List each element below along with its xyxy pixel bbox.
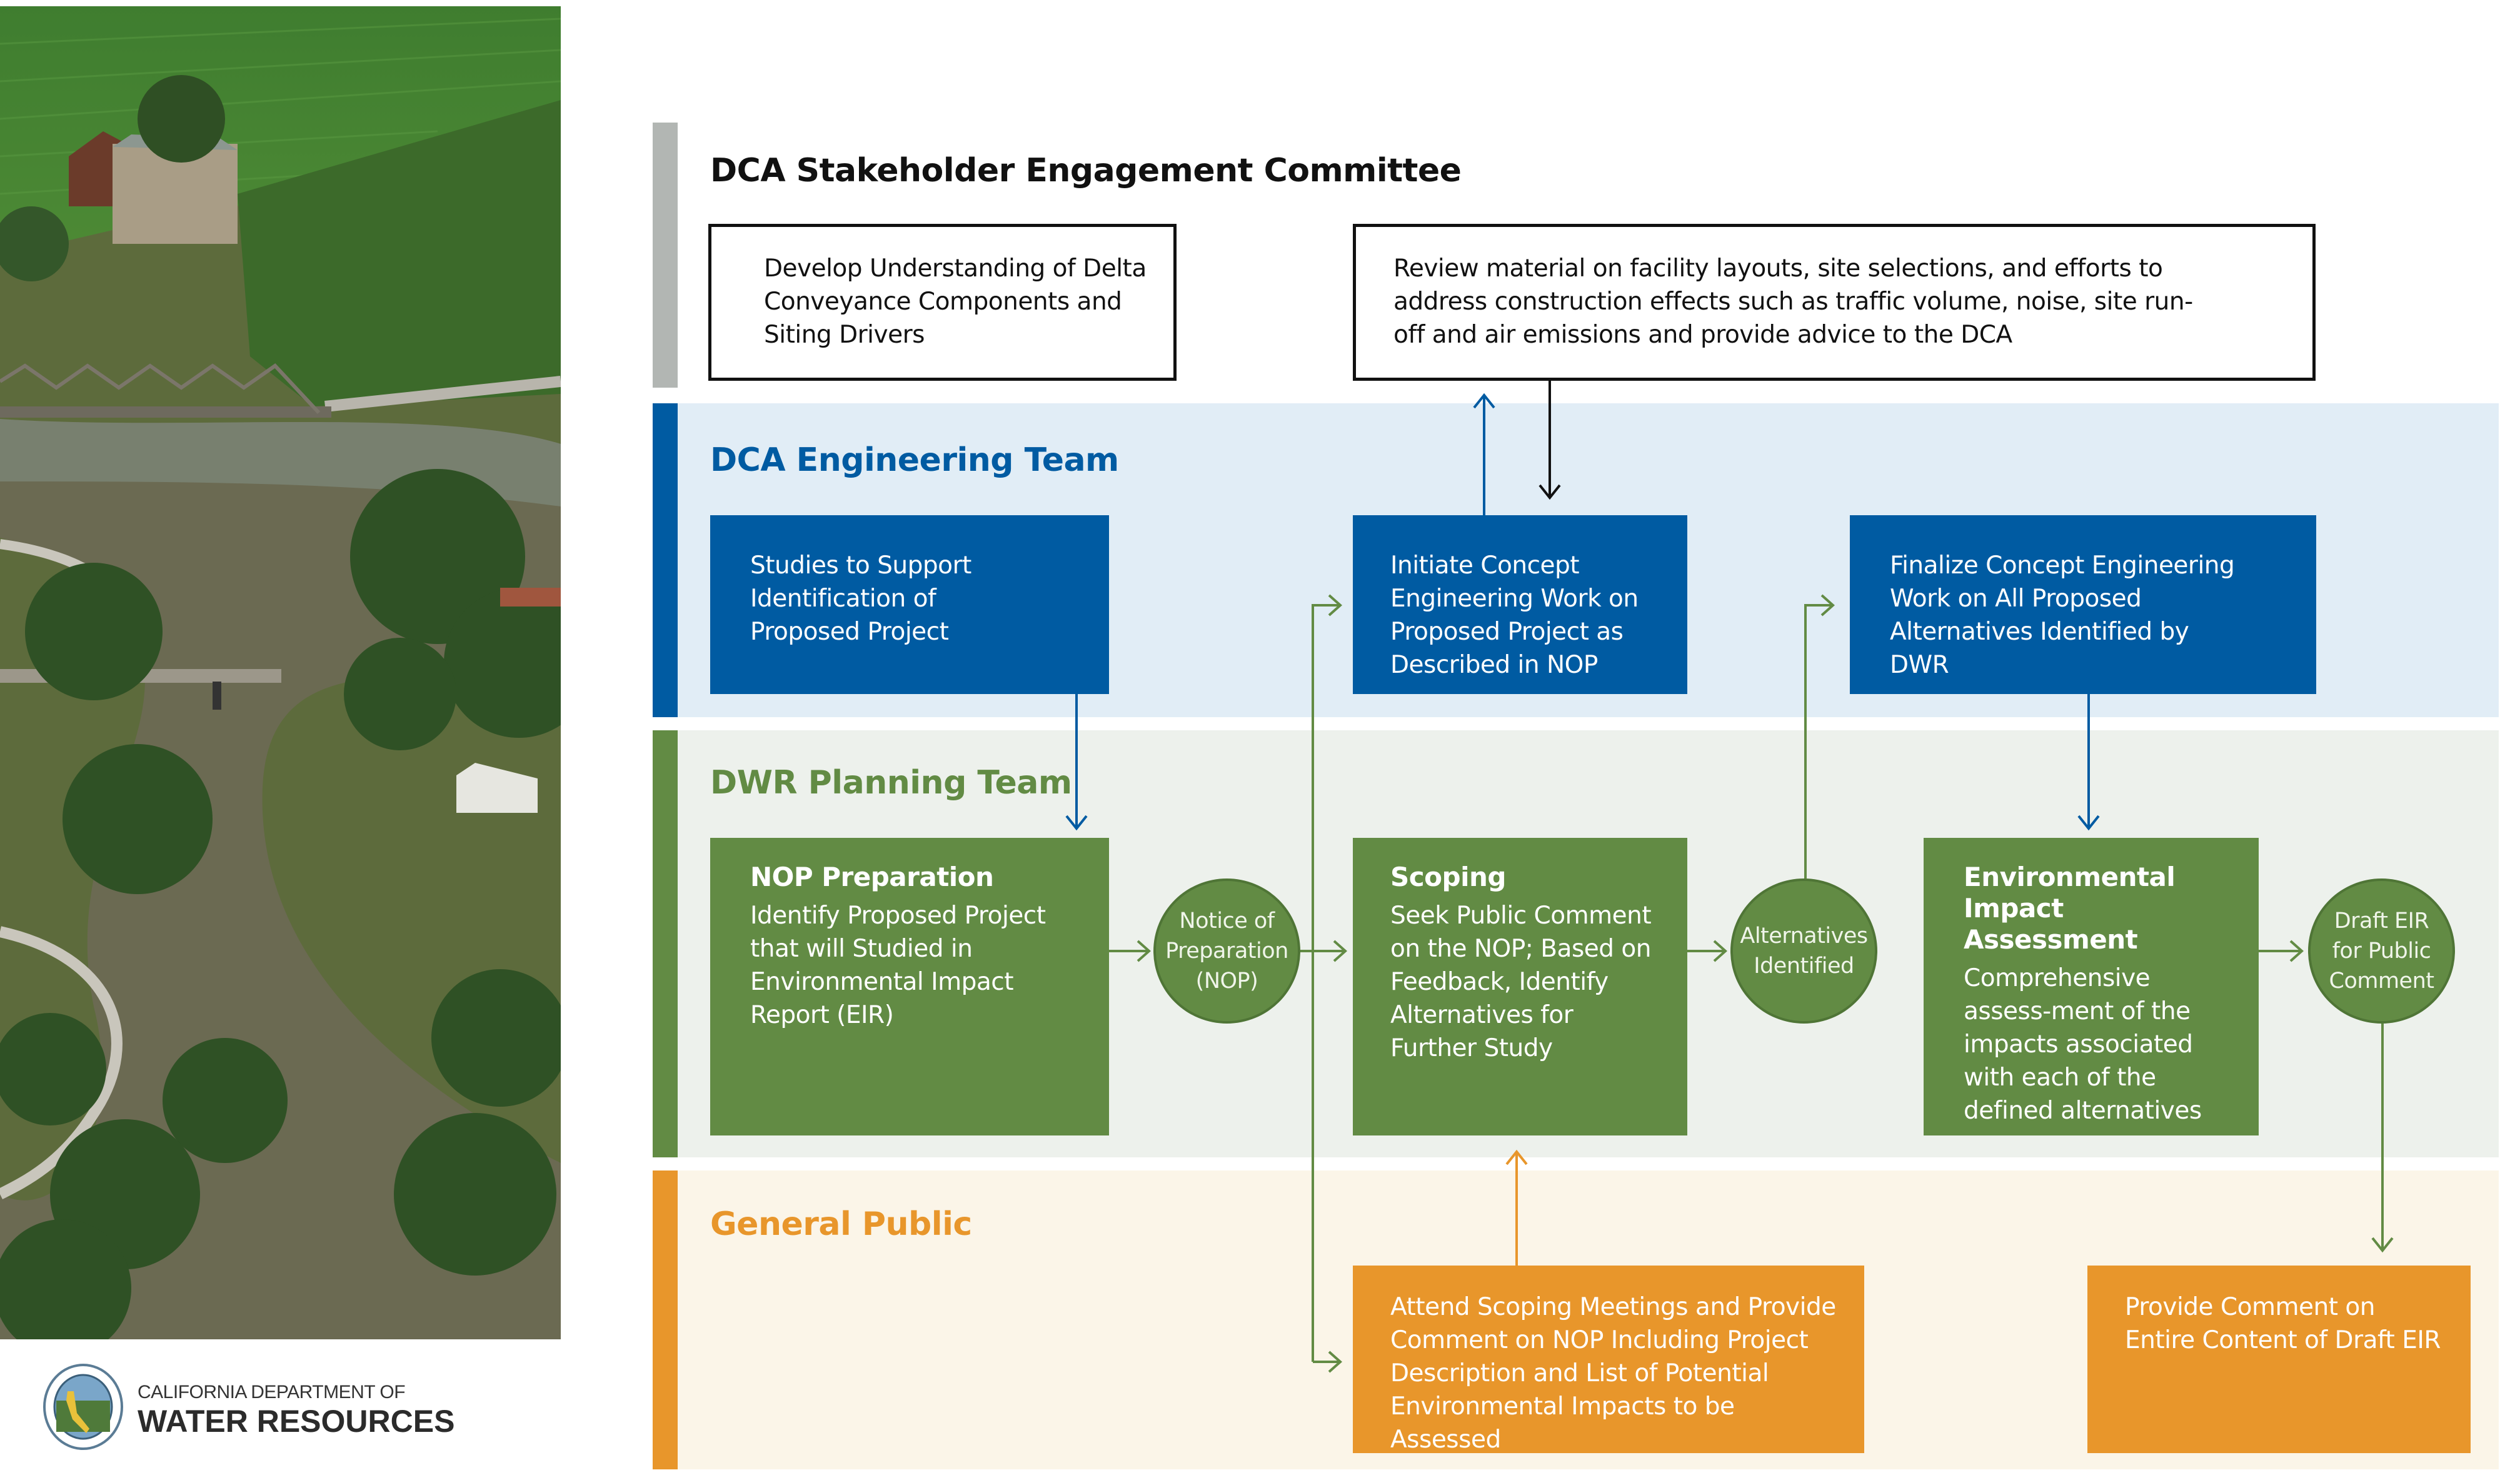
- planning-box-text: Seek Public Comment on the NOP; Based on…: [1390, 902, 1652, 1062]
- engineering-box-finalize-concept: Finalize Concept Engineering Work on All…: [1850, 515, 2316, 694]
- arrowhead-down-icon: [1539, 484, 1561, 500]
- public-box-attend-scoping: Attend Scoping Meetings and Provide Comm…: [1353, 1266, 1864, 1454]
- public-box-provide-comment: Provide Comment on Entire Content of Dra…: [2087, 1266, 2471, 1453]
- public-lane-title: General Public: [710, 1206, 972, 1243]
- planning-box-title: Environmental Impact Assessment: [1964, 862, 2176, 955]
- dwr-logo: CALIFORNIA DEPARTMENT OF WATER RESOURCES: [38, 1351, 469, 1463]
- arrowhead-right-icon: [1820, 594, 1835, 617]
- arrowhead-right-icon: [1328, 594, 1343, 617]
- engineering-lane-bar: [653, 403, 678, 717]
- planning-box-title: Scoping: [1390, 862, 1506, 892]
- arrowhead-down-icon: [1065, 815, 1088, 831]
- planning-lane-title: DWR Planning Team: [710, 764, 1072, 802]
- planning-box-environmental-impact-assessment: Environmental Impact Assessment Comprehe…: [1924, 838, 2259, 1135]
- arrowhead-up-icon: [1473, 393, 1495, 409]
- engineering-lane-title: DCA Engineering Team: [710, 441, 1119, 479]
- arrowhead-right-icon: [1328, 1351, 1343, 1373]
- arrowhead-right-icon: [1333, 940, 1348, 962]
- planning-box-text: Comprehensive assess-ment of the impacts…: [1964, 964, 2202, 1125]
- engineering-box-initiate-concept: Initiate Concept Engineering Work on Pro…: [1353, 515, 1687, 694]
- planning-box-title: NOP Preparation: [750, 862, 994, 892]
- logo-text-line2: WATER RESOURCES: [138, 1404, 455, 1439]
- arrowhead-right-icon: [2289, 940, 2304, 962]
- connector-alternatives-to-finalize: [1804, 604, 1832, 878]
- arrowhead-right-icon: [1713, 940, 1728, 962]
- milestone-draft-eir: Draft EIR for Public Comment: [2308, 878, 2455, 1024]
- committee-lane-title: DCA Stakeholder Engagement Committee: [710, 152, 1462, 189]
- committee-box-review-material: Review material on facility layouts, sit…: [1353, 224, 2316, 381]
- dwr-seal-icon: [43, 1364, 123, 1450]
- public-lane-bar: [653, 1170, 678, 1469]
- arrowhead-up-icon: [1505, 1149, 1528, 1165]
- aerial-photo: [0, 6, 561, 1339]
- planning-box-scoping: Scoping Seek Public Comment on the NOP; …: [1353, 838, 1687, 1135]
- committee-lane-bar: [653, 123, 678, 388]
- arrowhead-down-icon: [2371, 1237, 2394, 1253]
- arrowhead-right-icon: [1137, 940, 1152, 962]
- milestone-alternatives-identified: Alternatives Identified: [1730, 878, 1877, 1024]
- logo-text-line1: CALIFORNIA DEPARTMENT OF: [138, 1382, 406, 1402]
- milestone-notice-of-preparation: Notice of Preparation (NOP): [1153, 878, 1300, 1024]
- aerial-photo-illustration: [0, 6, 561, 1339]
- committee-box-develop-understanding: Develop Understanding of Delta Conveyanc…: [708, 224, 1177, 381]
- engineering-box-studies: Studies to Support Identification of Pro…: [710, 515, 1109, 694]
- planning-box-text: Identify Proposed Project that will Stud…: [750, 902, 1046, 1029]
- planning-lane-bar: [653, 730, 678, 1157]
- arrowhead-down-icon: [2077, 815, 2100, 831]
- connector-nop-branch: [1312, 604, 1339, 1362]
- planning-box-nop-preparation: NOP Preparation Identify Proposed Projec…: [710, 838, 1109, 1135]
